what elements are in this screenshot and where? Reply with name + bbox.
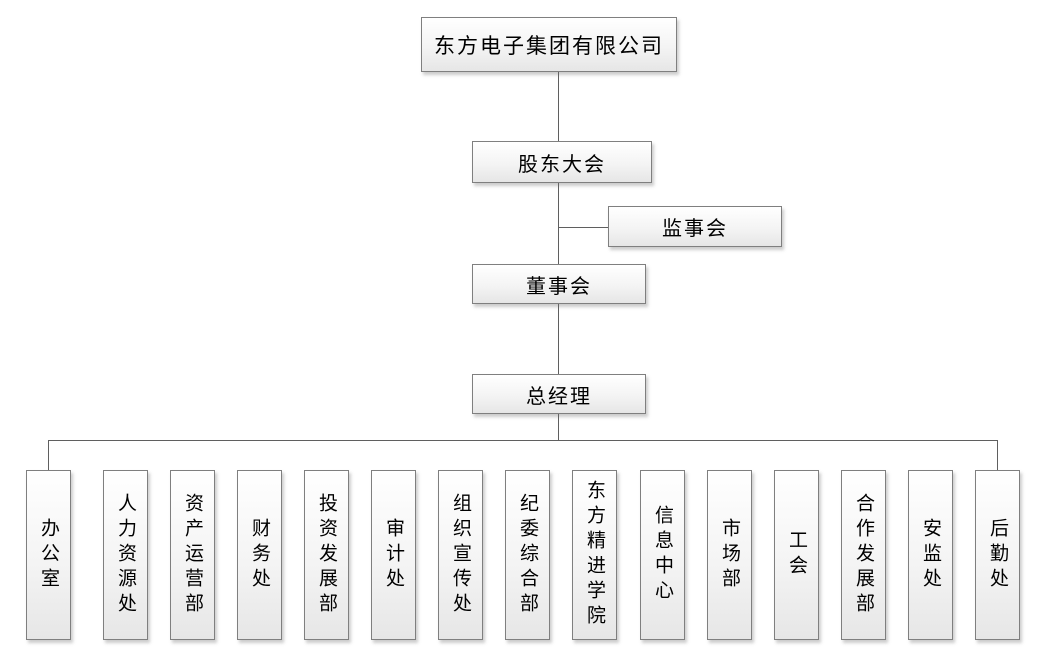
dept-label: 安监处 bbox=[920, 517, 941, 593]
dept-node-03: 资产运营部 bbox=[170, 470, 215, 640]
connector-rail-right-drop bbox=[997, 440, 998, 470]
dept-node-11: 市场部 bbox=[707, 470, 752, 640]
dept-label: 组织宣传处 bbox=[450, 492, 471, 618]
dept-label: 合作发展部 bbox=[853, 492, 874, 618]
node-general-manager-label: 总经理 bbox=[526, 385, 592, 408]
dept-label: 纪委综合部 bbox=[517, 492, 538, 618]
node-supervisory-board: 监事会 bbox=[608, 206, 782, 247]
dept-label: 办公室 bbox=[38, 517, 59, 593]
dept-node-10: 信息中心 bbox=[640, 470, 685, 640]
node-supervisory-board-label: 监事会 bbox=[662, 218, 728, 240]
dept-label: 信息中心 bbox=[652, 505, 673, 605]
dept-node-09: 东方精进学院 bbox=[572, 470, 617, 640]
dept-label: 人力资源处 bbox=[115, 492, 136, 618]
node-company: 东方电子集团有限公司 bbox=[421, 17, 677, 72]
dept-node-02: 人力资源处 bbox=[103, 470, 148, 640]
dept-node-08: 纪委综合部 bbox=[505, 470, 550, 640]
dept-node-13: 合作发展部 bbox=[841, 470, 886, 640]
dept-node-01: 办公室 bbox=[26, 470, 71, 640]
dept-label: 市场部 bbox=[719, 517, 740, 593]
connector-board-to-gm bbox=[558, 304, 559, 374]
node-company-label: 东方电子集团有限公司 bbox=[434, 33, 664, 58]
node-board-of-directors-label: 董事会 bbox=[526, 275, 592, 298]
connector-departments-rail bbox=[48, 440, 998, 441]
dept-node-04: 财务处 bbox=[237, 470, 282, 640]
node-board-of-directors: 董事会 bbox=[472, 264, 646, 304]
dept-node-14: 安监处 bbox=[908, 470, 953, 640]
dept-node-07: 组织宣传处 bbox=[438, 470, 483, 640]
dept-label: 东方精进学院 bbox=[584, 480, 605, 630]
connector-company-to-shareholders bbox=[558, 72, 559, 141]
node-general-manager: 总经理 bbox=[472, 374, 646, 414]
dept-label: 后勤处 bbox=[987, 517, 1008, 593]
connector-rail-left-drop bbox=[48, 440, 49, 470]
node-shareholders-meeting: 股东大会 bbox=[472, 141, 652, 183]
dept-node-05: 投资发展部 bbox=[304, 470, 349, 640]
dept-node-12: 工会 bbox=[774, 470, 819, 640]
dept-label: 工会 bbox=[786, 530, 807, 580]
dept-node-15: 后勤处 bbox=[975, 470, 1020, 640]
dept-label: 财务处 bbox=[249, 517, 270, 593]
dept-node-06: 审计处 bbox=[371, 470, 416, 640]
connector-shareholders-to-board bbox=[558, 183, 559, 264]
connector-branch-to-supervisory bbox=[558, 227, 608, 228]
connector-gm-to-rail bbox=[558, 414, 559, 441]
node-shareholders-meeting-label: 股东大会 bbox=[518, 153, 606, 176]
dept-label: 资产运营部 bbox=[182, 492, 203, 618]
dept-label: 审计处 bbox=[383, 517, 404, 593]
dept-label: 投资发展部 bbox=[316, 492, 337, 618]
